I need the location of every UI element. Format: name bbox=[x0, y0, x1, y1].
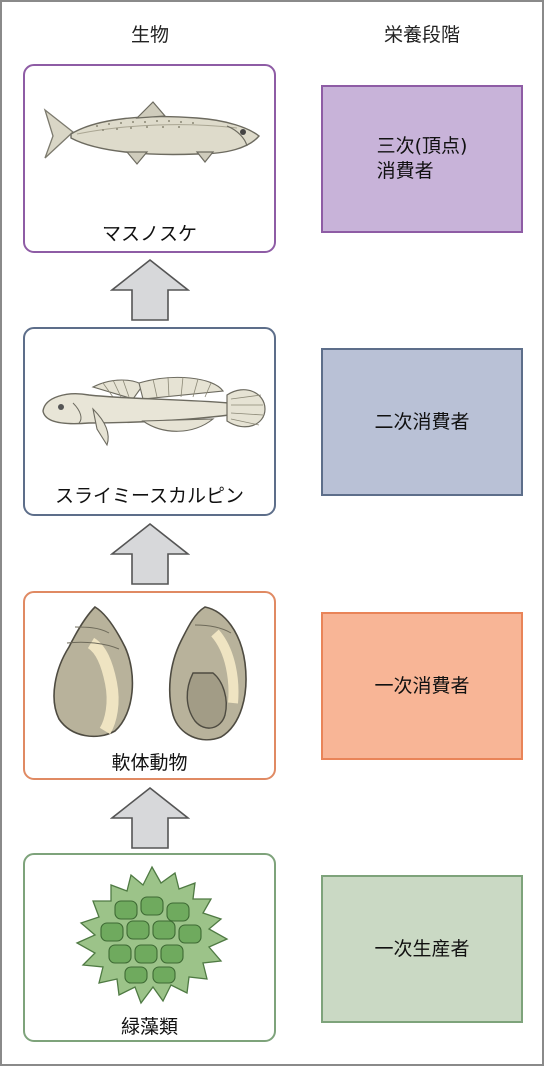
organism-box-mollusc: 軟体動物 bbox=[23, 591, 276, 780]
organism-label-salmon: マスノスケ bbox=[101, 223, 197, 245]
green-algae-icon bbox=[65, 865, 239, 1011]
header-organism: 生物 bbox=[130, 24, 169, 46]
organism-box-green-algae: 緑藻類 bbox=[23, 853, 276, 1042]
arrow-up-1 bbox=[110, 258, 190, 322]
organism-label-green-algae: 緑藻類 bbox=[120, 1016, 178, 1038]
level-primary-producer: 一次生産者 bbox=[321, 875, 523, 1023]
header-trophic-level: 栄養段階 bbox=[383, 24, 460, 46]
arrow-up-3 bbox=[110, 786, 190, 850]
sculpin-fish-icon bbox=[33, 369, 269, 453]
organism-box-sculpin: スライミースカルピン bbox=[23, 327, 276, 516]
level-primary-consumer: 一次消費者 bbox=[321, 612, 523, 760]
level-label-primary-consumer: 一次消費者 bbox=[374, 674, 470, 697]
organism-label-sculpin: スライミースカルピン bbox=[54, 485, 245, 507]
snail-shell-icon bbox=[45, 603, 257, 743]
salmon-fish-icon bbox=[37, 96, 265, 176]
organism-label-mollusc: 軟体動物 bbox=[111, 752, 188, 774]
level-label-primary-producer: 一次生産者 bbox=[374, 937, 470, 960]
arrow-up-2 bbox=[110, 522, 190, 586]
organism-box-salmon: マスノスケ bbox=[23, 64, 276, 253]
level-label-secondary: 二次消費者 bbox=[374, 410, 470, 433]
level-tertiary-consumer: 三次(頂点) 消費者 bbox=[321, 85, 523, 233]
level-secondary-consumer: 二次消費者 bbox=[321, 348, 523, 496]
level-label-tertiary: 三次(頂点) 消費者 bbox=[376, 135, 468, 182]
